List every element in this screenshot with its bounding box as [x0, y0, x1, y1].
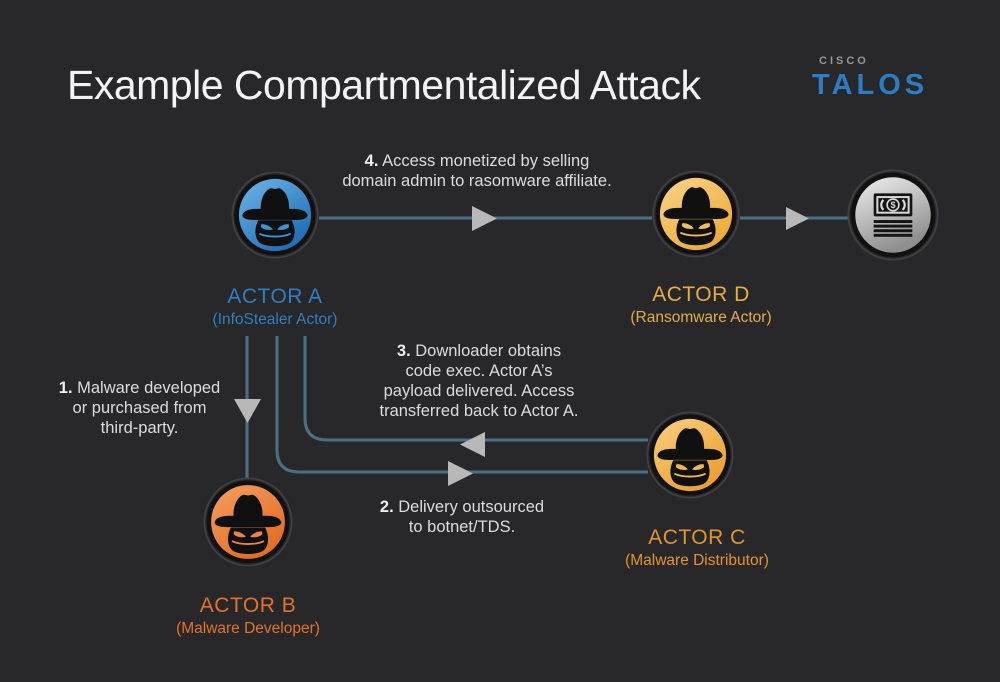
spy-icon: [203, 477, 293, 567]
step-1-line-2: or purchased from: [72, 399, 207, 417]
page-title: Example Compartmentalized Attack: [67, 62, 701, 108]
actor-a-label: ACTOR A (InfoStealer Actor): [175, 283, 375, 330]
arrow-down-step1-icon: [234, 399, 261, 423]
actor-c-name: ACTOR C: [648, 526, 746, 549]
actor-a-role: (InfoStealer Actor): [212, 311, 338, 329]
actor-c-label: ACTOR C (Malware Distributor): [577, 524, 817, 571]
step-4-line-1: 4. Access monetized by selling: [364, 152, 590, 170]
cisco-wordmark: CISCO: [819, 55, 869, 67]
step-4-line-2: domain admin to rasomware affiliate.: [342, 172, 612, 190]
arrow-left-step3-icon: [460, 432, 485, 457]
step-3-line-2: code exec. Actor A’s: [405, 362, 553, 380]
actor-b-name: ACTOR B: [199, 594, 297, 617]
arrow-right-step4-icon: [472, 206, 497, 231]
actor-d-name: ACTOR D: [652, 283, 750, 306]
step-1-line-3: third-party.: [100, 419, 179, 437]
spy-icon: [646, 411, 734, 499]
money-node: $: [847, 169, 939, 261]
step-2-line-1: 2. Delivery outsourced: [379, 498, 545, 516]
actor-d-role: (Ransomware Actor): [630, 309, 772, 327]
actor-a-name: ACTOR A: [227, 285, 323, 308]
cisco-talos-logo: CISCO TALOS: [812, 56, 928, 100]
step-1-line-1: 1. Malware developed: [58, 379, 221, 397]
step-3-line-1: 3. Downloader obtains: [396, 342, 562, 360]
dollar-symbol: $: [890, 200, 895, 210]
spy-icon: [652, 170, 740, 258]
arrow-right-step2-icon: [448, 461, 473, 486]
step-3-annotation: 3. Downloader obtains code exec. Actor A…: [359, 341, 599, 421]
step-3-line-4: transferred back to Actor A.: [379, 402, 579, 420]
line-a-to-c-step2: [275, 336, 648, 474]
step-2-annotation: 2. Delivery outsourced to botnet/TDS.: [357, 497, 567, 537]
actor-a-node: [231, 171, 319, 259]
actor-d-node: [652, 170, 740, 258]
step-2-line-2: to botnet/TDS.: [408, 518, 516, 536]
step-1-annotation: 1. Malware developed or purchased from t…: [42, 378, 237, 438]
actor-b-label: ACTOR B (Malware Developer): [148, 592, 348, 639]
line-c-to-a-step3: [303, 336, 648, 442]
arrow-right-money-icon: [786, 207, 809, 230]
step-3-line-3: payload delivered. Access: [383, 382, 575, 400]
actor-c-role: (Malware Distributor): [625, 552, 769, 570]
spy-icon: [231, 171, 319, 259]
talos-wordmark: TALOS: [812, 69, 929, 101]
actor-b-node: [203, 477, 293, 567]
actor-c-node: [646, 411, 734, 499]
actor-d-label: ACTOR D (Ransomware Actor): [601, 281, 801, 328]
money-icon: $: [847, 169, 939, 261]
flow-arrowheads: [234, 206, 809, 486]
actor-b-role: (Malware Developer): [176, 620, 320, 638]
step-4-annotation: 4. Access monetized by selling domain ad…: [327, 151, 627, 191]
